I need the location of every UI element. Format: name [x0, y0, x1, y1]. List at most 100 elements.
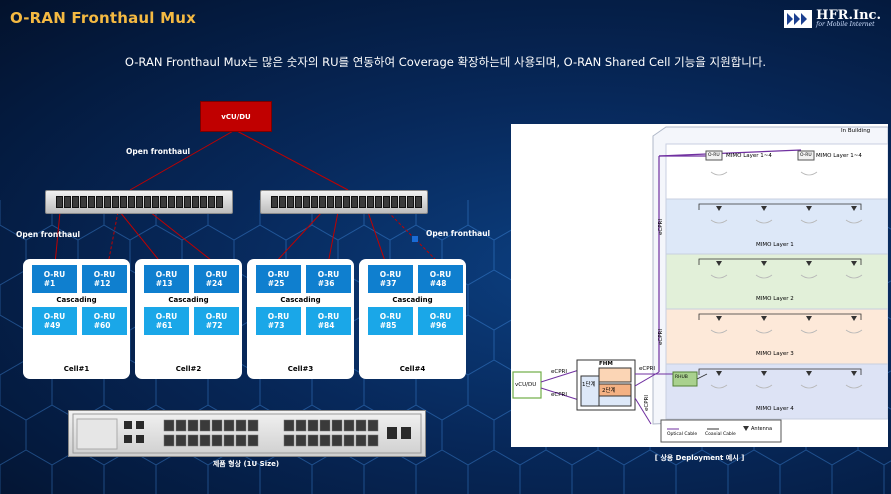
mux-port: [176, 196, 183, 208]
building-illustration: [512, 126, 888, 443]
o-ru-box: O-RU#72: [194, 307, 239, 335]
fhm-stage-2-label: 2단계: [602, 388, 616, 394]
page-title: O-RAN Fronthaul Mux: [10, 9, 196, 27]
company-logo: HFR.Inc. for Mobile Internet: [784, 9, 881, 28]
cascading-label: Cascading: [280, 296, 321, 304]
logo-subtext: for Mobile Internet: [816, 21, 875, 28]
cell-label: Cell#3: [287, 365, 314, 373]
cascading-label: Cascading: [392, 296, 433, 304]
cell-group-1: O-RU#1 O-RU#12 Cascading O-RU#49 O-RU#60…: [23, 259, 130, 379]
cell-group-2: O-RU#13 O-RU#24 Cascading O-RU#61 O-RU#7…: [135, 259, 242, 379]
mux-port: [287, 196, 294, 208]
cpri-label: eCPRI: [657, 329, 664, 345]
mux-port: [192, 196, 199, 208]
floor-label: MIMO Layer 1~4: [726, 153, 772, 159]
legend-antenna: Antenna: [751, 426, 773, 432]
vcu-du-box: vCU/DU: [200, 101, 272, 132]
mux-port: [367, 196, 374, 208]
mux-port: [96, 196, 103, 208]
mux-port: [56, 196, 63, 208]
floor-label: MIMO Layer 1: [756, 242, 794, 248]
deployment-caption: [ 상용 Deployment 예시 ]: [654, 454, 745, 462]
cpri-label: eCPRI: [657, 219, 664, 235]
mux-port: [136, 196, 143, 208]
mux-port: [279, 196, 286, 208]
floor-label: MIMO Layer 4: [756, 406, 794, 412]
cascading-label: Cascading: [56, 296, 97, 304]
fhm-stage-1-label: 1단계: [582, 382, 596, 388]
mux-port: [112, 196, 119, 208]
mux-port: [216, 196, 223, 208]
deployment-vcu-label: vCU/DU: [515, 382, 537, 388]
o-ru-label: O-RU: [708, 153, 720, 158]
mux-port: [319, 196, 326, 208]
mux-port: [359, 196, 366, 208]
mux-port: [64, 196, 71, 208]
mux-port: [295, 196, 302, 208]
fhm-label: FHM: [599, 361, 613, 367]
o-ru-box: O-RU#12: [82, 265, 127, 293]
mux-port: [144, 196, 151, 208]
mux-port: [351, 196, 358, 208]
logo-text: HFR.Inc.: [816, 8, 881, 23]
o-ru-label: O-RU: [800, 153, 812, 158]
cpri-label: eCPRI: [643, 395, 650, 411]
mux-port: [80, 196, 87, 208]
mux-port: [208, 196, 215, 208]
legend-optical: Optical Cable: [667, 432, 698, 437]
hfr-logo-icon: [784, 9, 813, 28]
fronthaul-mux-right: [260, 190, 428, 214]
cpri-label: eCPRI: [551, 392, 567, 398]
mux-port: [407, 196, 414, 208]
mux-port: [152, 196, 159, 208]
mux-port: [160, 196, 167, 208]
cell-group-4: O-RU#37 O-RU#48 Cascading O-RU#85 O-RU#9…: [359, 259, 466, 379]
mux-port: [120, 196, 127, 208]
product-panel-illustration: [72, 413, 422, 454]
cpri-label: eCPRI: [639, 366, 655, 372]
cascading-label: Cascading: [168, 296, 209, 304]
mux-port: [391, 196, 398, 208]
mux-port: [375, 196, 382, 208]
open-fronthaul-label-left: Open fronthaul: [16, 230, 81, 239]
mux-port: [271, 196, 278, 208]
o-ru-box: O-RU#25: [256, 265, 301, 293]
o-ru-box: O-RU#85: [368, 307, 413, 335]
cell-label: Cell#4: [399, 365, 426, 373]
mux-port: [168, 196, 175, 208]
o-ru-box: O-RU#84: [306, 307, 351, 335]
cell-label: Cell#2: [175, 365, 202, 373]
fronthaul-mux-left: [45, 190, 233, 214]
mux-port: [343, 196, 350, 208]
floor-label: MIMO Layer 2: [756, 296, 794, 302]
o-ru-box: O-RU#96: [418, 307, 463, 335]
deployment-diagram: In Building vCU/DU FHM 1단계 2단계 RHUB eCPR…: [511, 124, 888, 447]
cell-group-3: O-RU#25 O-RU#36 Cascading O-RU#73 O-RU#8…: [247, 259, 354, 379]
mux-port: [335, 196, 342, 208]
mux-port: [415, 196, 422, 208]
o-ru-box: O-RU#49: [32, 307, 77, 335]
o-ru-box: O-RU#36: [306, 265, 351, 293]
mux-port: [88, 196, 95, 208]
o-ru-box: O-RU#73: [256, 307, 301, 335]
mux-port: [72, 196, 79, 208]
open-fronthaul-label-right: Open fronthaul: [426, 229, 491, 238]
mux-port: [399, 196, 406, 208]
product-front-panel: [68, 410, 426, 457]
o-ru-box: O-RU#37: [368, 265, 413, 293]
o-ru-box: O-RU#13: [144, 265, 189, 293]
mux-port: [303, 196, 310, 208]
o-ru-box: O-RU#1: [32, 265, 77, 293]
product-caption: 제품 형상 (1U Size): [212, 460, 280, 468]
mux-port: [327, 196, 334, 208]
floor-label: MIMO Layer 3: [756, 351, 794, 357]
legend-coaxial: Coaxial Cable: [705, 432, 736, 437]
floor-label: MIMO Layer 1~4: [816, 153, 862, 159]
open-fronthaul-label-top: Open fronthaul: [126, 147, 191, 156]
mux-port: [311, 196, 318, 208]
cpri-label: eCPRI: [551, 369, 567, 375]
building-label: In Building: [841, 128, 871, 134]
page-subtitle: O-RAN Fronthaul Mux는 많은 숫자의 RU를 연동하여 Cov…: [124, 55, 767, 69]
mux-port: [128, 196, 135, 208]
o-ru-box: O-RU#60: [82, 307, 127, 335]
